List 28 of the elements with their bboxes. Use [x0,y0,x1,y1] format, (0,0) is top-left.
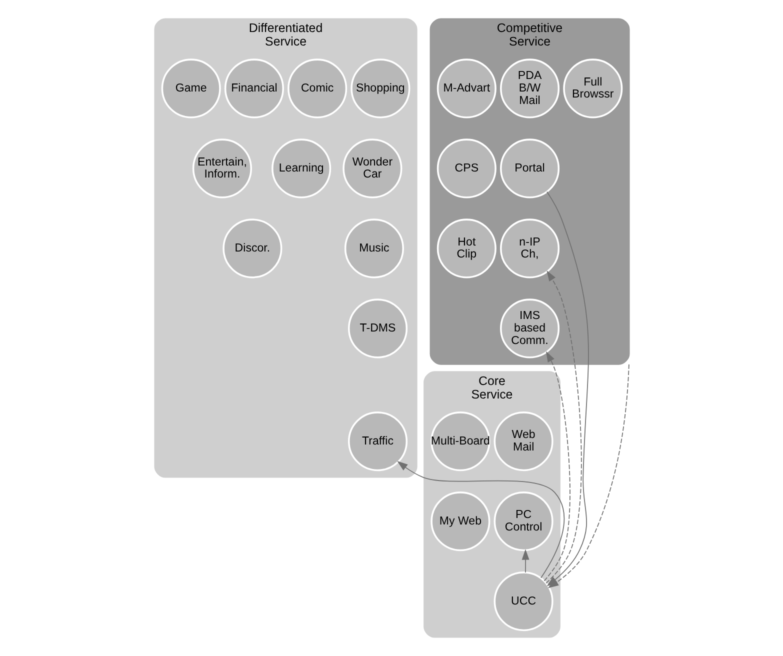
node-circle: My Web [430,492,490,552]
node-circle: n-IP Ch, [500,218,560,278]
node-circle: Portal [500,138,560,198]
arrow [543,351,570,582]
node-circle: PDA B/W Mail [500,58,560,118]
node-circle: Music [344,218,404,278]
node-circle: PC Control [493,492,553,552]
node-circle: Web Mail [493,412,553,472]
node-circle: T-DMS [348,298,408,358]
node-circle: CPS [436,138,496,198]
node-circle: Learning [271,138,331,198]
node-circle: Shopping [350,58,410,118]
node-circle: Multi-Board [430,412,490,472]
node-circle: Hot Clip [436,218,496,278]
node-circle: Comic [287,58,347,118]
node-circle: Financial [224,58,284,118]
node-circle: Entertain, Inform. [192,138,252,198]
node-circle: IMS based Comm. [500,298,560,358]
node-circle: Wonder Car [342,138,402,198]
arrow [546,191,588,586]
node-circle: M-Advart [436,58,496,118]
arrow [545,270,582,584]
arrow [396,461,564,578]
node-circle: Full Browssr [562,58,622,118]
arrow [521,549,529,573]
node-circle: Game [160,58,220,118]
node-circle: Discor. [222,218,282,278]
node-circle: UCC [493,572,553,632]
